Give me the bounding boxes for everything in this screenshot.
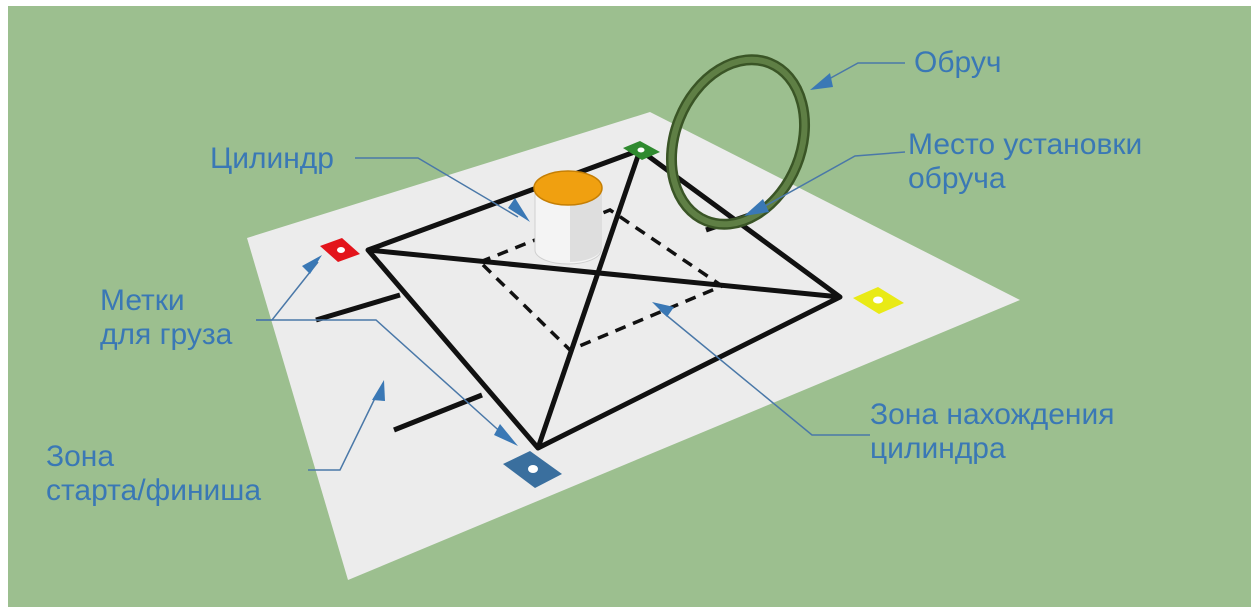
cylinder: [533, 170, 603, 265]
leader-cargo-blue: [256, 319, 506, 437]
hoop-highlight: [668, 56, 808, 228]
arrow-head-cargo-blue: [494, 424, 518, 446]
label-cylinder: Цилиндр: [210, 142, 334, 175]
leader-start-zone: [308, 391, 379, 471]
label-hoop-place: Место установки обруча: [908, 128, 1143, 195]
leader-hoop-place: [757, 151, 906, 211]
diagonal-line: [535, 149, 643, 449]
arrow-head-hoop-place: [744, 199, 769, 216]
field-mat: [247, 112, 1020, 580]
cylinder-zone-square: [476, 208, 726, 353]
label-start-finish-zone: Зона старта/финиша: [46, 440, 262, 507]
diagonal-line: [367, 247, 841, 300]
marker-yellow: [853, 287, 904, 314]
arrow-head-cylinder-zone: [652, 302, 674, 317]
leader-hoop: [817, 62, 905, 86]
marker-green: [623, 141, 660, 160]
marker-blue: [503, 451, 562, 488]
marker-red: [320, 238, 360, 262]
start-zone-line: [315, 292, 401, 323]
arrow-head-start-zone: [372, 380, 385, 401]
label-cylinder-zone: Зона нахождения цилиндра: [870, 398, 1115, 465]
label-cargo-marks: Метки для груза: [100, 284, 233, 351]
arrow-head-cargo-red: [302, 255, 322, 274]
start-zone-line: [393, 392, 483, 433]
arrow-head-cylinder: [508, 198, 530, 222]
leader-cylinder: [355, 157, 519, 218]
arrow-head-hoop: [810, 73, 833, 90]
leader-cylinder-zone: [659, 309, 870, 436]
label-hoop: Обруч: [914, 46, 1002, 79]
